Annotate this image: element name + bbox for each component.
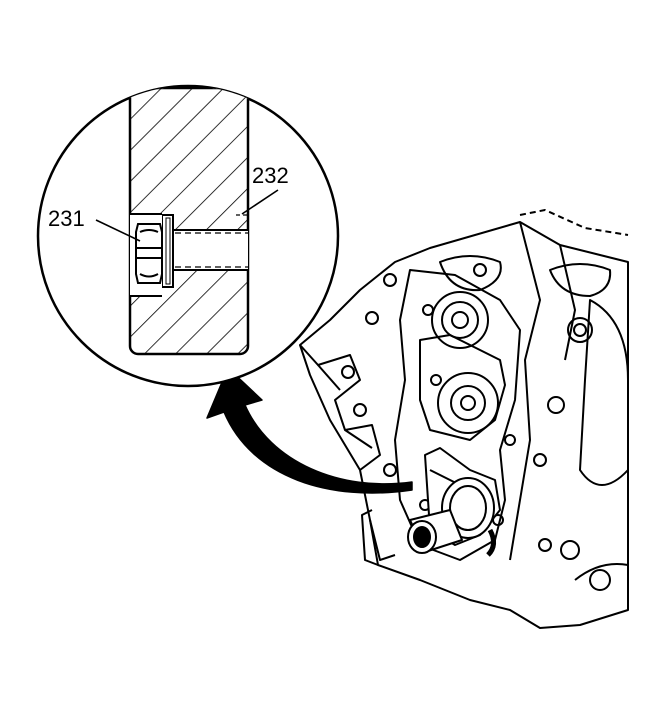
leader-line-232 bbox=[241, 189, 279, 215]
bolt-head bbox=[135, 223, 163, 284]
oil-pump-assembly bbox=[407, 447, 501, 557]
callout-232: 232 bbox=[252, 163, 289, 188]
bolt-flange bbox=[161, 214, 174, 288]
pointer-arrow bbox=[206, 367, 413, 494]
callout-231: 231 bbox=[48, 206, 85, 231]
leader-line-231 bbox=[95, 219, 141, 242]
engine-block bbox=[299, 209, 629, 629]
detail-view: 231 232 bbox=[36, 84, 340, 388]
